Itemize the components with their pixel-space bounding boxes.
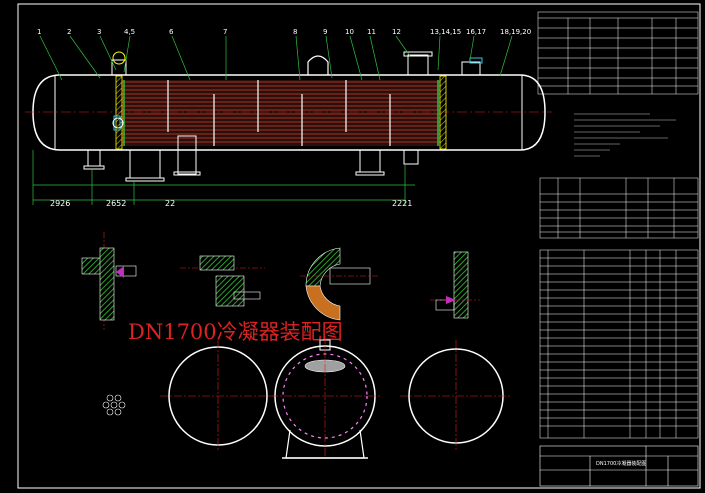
balloon-label-3: 3 [97, 28, 101, 36]
detail-view-3 [300, 247, 378, 321]
saddle-right [359, 150, 381, 173]
title-block [539, 445, 699, 487]
balloon-label-7: 7 [223, 28, 227, 36]
balloon-label-18-20: 18,19,20 [500, 28, 531, 36]
balloon-label-11: 11 [367, 28, 376, 36]
detail-view-2 [180, 255, 265, 307]
design-data-table [537, 11, 699, 95]
balloon-label-1: 1 [37, 28, 41, 36]
tube-bundle [115, 75, 447, 150]
balloon-label-16-17: 16,17 [466, 28, 486, 36]
part-balloons [39, 35, 513, 81]
section-view-right [400, 340, 512, 452]
technical-notes [574, 113, 676, 157]
shell-outline [32, 74, 546, 151]
balloon-label-2: 2 [67, 28, 71, 36]
balloon-label-6: 6 [169, 28, 174, 36]
saddle-left [129, 150, 161, 179]
nozzle-top-far-right [461, 61, 481, 76]
main-elevation-view: 2926 2652 22 2221 1 2 3 4,5 6 7 8 9 10 [25, 28, 552, 208]
dimension-middle: 22 [165, 199, 175, 208]
balloon-label-13-15: 13,14,15 [430, 28, 461, 36]
dimension-middle-left: 2652 [106, 199, 126, 208]
dimension-left: 2926 [50, 199, 70, 208]
balloon-label-4-5: 4,5 [124, 28, 135, 36]
balloon-label-12: 12 [392, 28, 401, 36]
balloon-label-8: 8 [293, 28, 297, 36]
detail-view-4 [430, 251, 480, 319]
balloon-label-9: 9 [323, 28, 327, 36]
section-view-middle [270, 336, 380, 459]
drawing-title: DN1700冷凝器装配图 [128, 320, 343, 344]
nozzle-table [539, 177, 699, 239]
nozzle-top-left [111, 59, 127, 76]
balloon-label-10: 10 [345, 28, 354, 36]
drawing-border [17, 3, 701, 489]
detail-view-1 [81, 232, 137, 330]
tube-arrangement-detail [102, 394, 126, 416]
nozzle-top-right [407, 54, 429, 76]
dimension-right: 2221 [392, 199, 412, 208]
expansion-joint [307, 55, 329, 75]
title-block-drawing-name: DN1700冷凝器装配图 [596, 460, 646, 467]
parts-list-table [539, 249, 699, 439]
section-view-left [160, 340, 276, 452]
